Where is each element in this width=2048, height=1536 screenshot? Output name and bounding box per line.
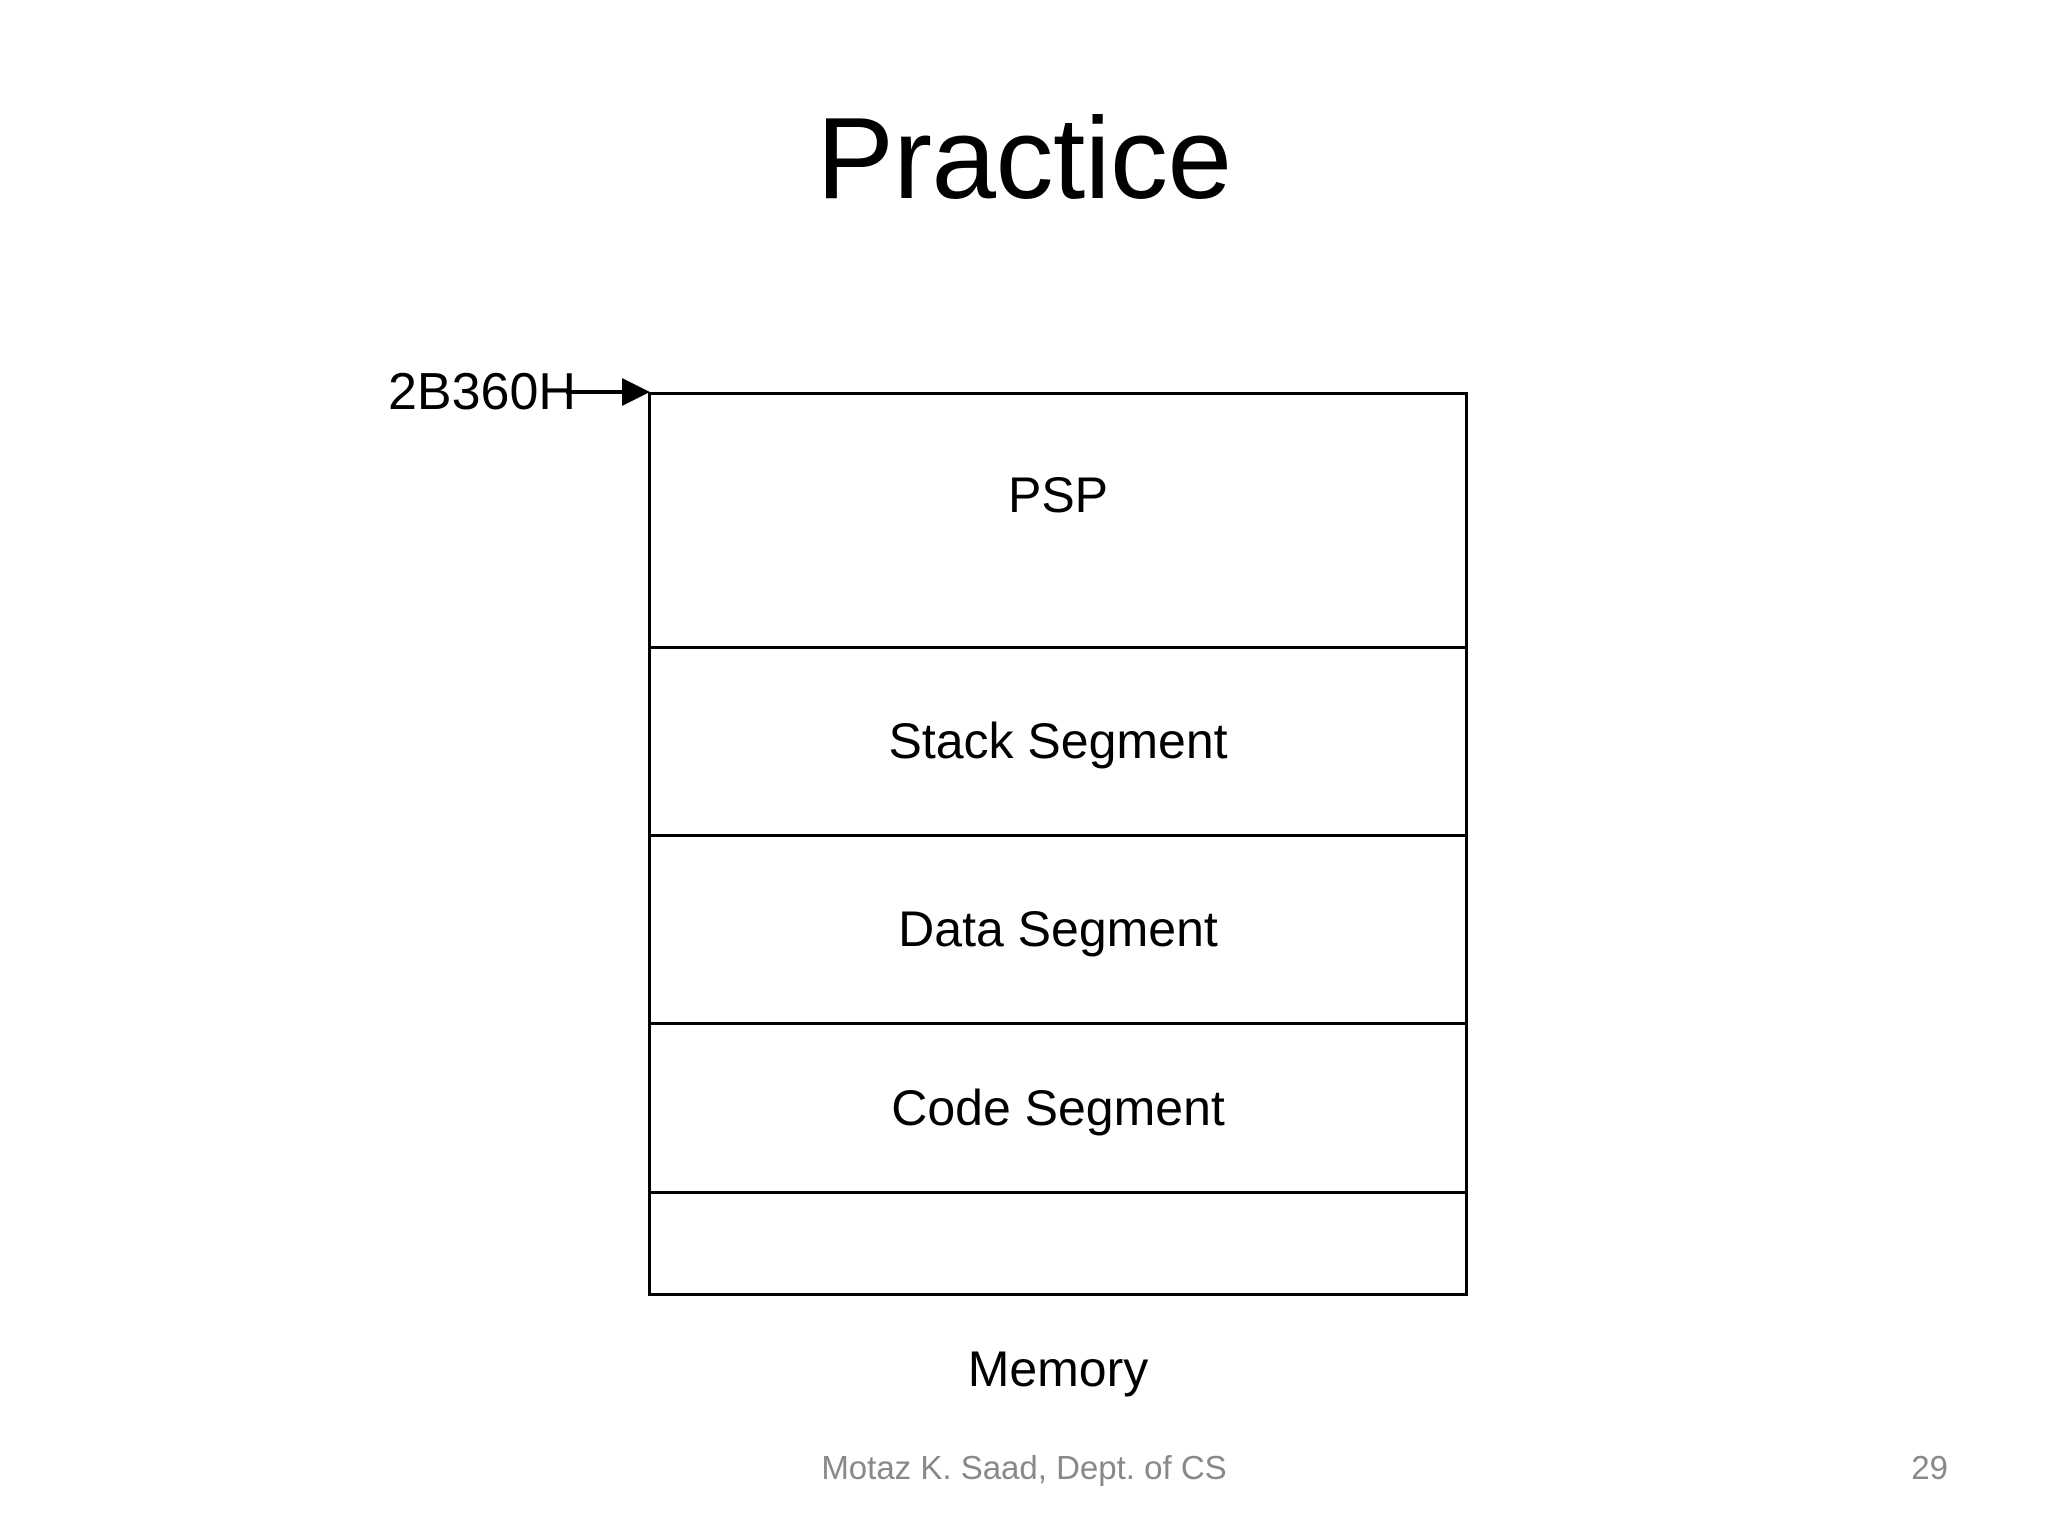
diagram-caption: Memory [967,1341,1149,1397]
footer-page-number: 29 [1911,1449,1948,1486]
start-address-callout: 2B360H [388,362,576,426]
memory-band-code-segment: Code Segment [651,1024,1465,1195]
memory-band-label: Stack Segment [888,713,1228,770]
memory-band-psp: PSP [651,395,1465,650]
memory-band-label: Data Segment [898,901,1218,958]
arrow-right-icon [566,378,650,406]
memory-band-data-segment: Data Segment [651,836,1465,1025]
memory-band-stack-segment: Stack Segment [651,649,1465,837]
memory-band-free-space [651,1194,1465,1294]
memory-layout-diagram: PSP Stack Segment Data Segment Code Segm… [648,392,1468,1296]
page-title: Practice [816,93,1232,223]
start-address-label: 2B360H [388,363,576,421]
memory-band-label: PSP [1007,466,1109,523]
footer-author: Motaz K. Saad, Dept. of CS [821,1449,1227,1486]
memory-band-label: Code Segment [891,1080,1225,1137]
